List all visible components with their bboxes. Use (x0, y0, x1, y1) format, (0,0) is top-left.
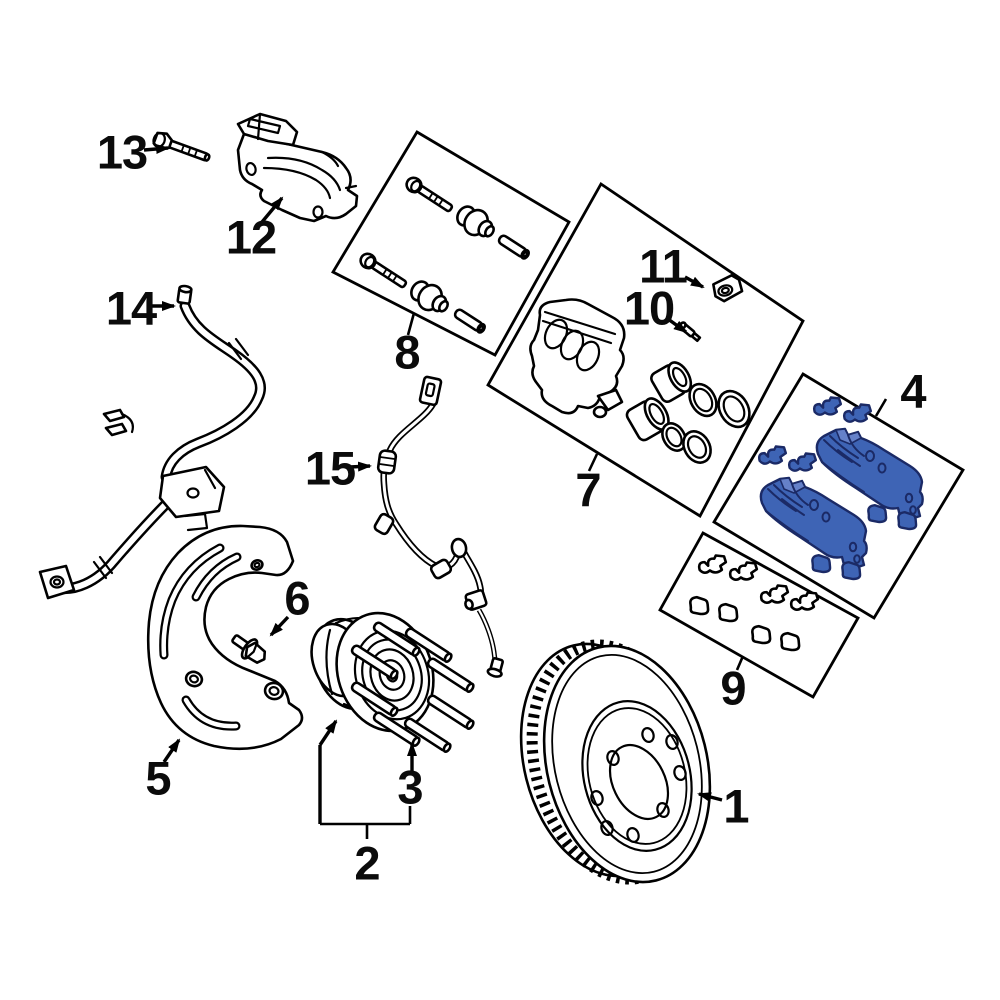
callout-15: 15 (304, 441, 356, 495)
shield-bolt (231, 634, 267, 664)
callout-5: 5 (145, 751, 171, 805)
hub-bearing-assembly (310, 611, 477, 755)
brake-caliper (529, 298, 626, 419)
callout-6: 6 (284, 571, 310, 625)
callout-3: 3 (397, 760, 423, 814)
callout-13: 13 (96, 125, 148, 179)
callout-1: 1 (723, 779, 749, 833)
clip-kit-box (658, 531, 860, 699)
callout-14: 14 (105, 281, 157, 335)
callout-12: 12 (225, 210, 277, 264)
callout-2: 2 (354, 836, 380, 890)
pin-kit-box (331, 130, 571, 357)
rotor-lug-holes (590, 727, 687, 843)
splash-shield (146, 524, 304, 751)
callout-10: 10 (623, 281, 675, 335)
callout-8: 8 (394, 325, 420, 379)
callout-4: 4 (900, 364, 926, 418)
callout-arrows (143, 144, 888, 839)
callout-11: 11 (639, 239, 688, 293)
caliper-pistons-and-seals (625, 361, 751, 464)
bleeder-cap (712, 274, 744, 303)
callout-9: 9 (720, 661, 746, 715)
brake-rotor (519, 639, 712, 885)
callout-7: 7 (575, 463, 601, 517)
brake-pad-box (712, 372, 965, 620)
caliper-bracket (236, 112, 359, 223)
abs-sensor-wire (373, 375, 504, 678)
brake-hose (38, 284, 266, 600)
caliper-kit-box (486, 181, 805, 518)
